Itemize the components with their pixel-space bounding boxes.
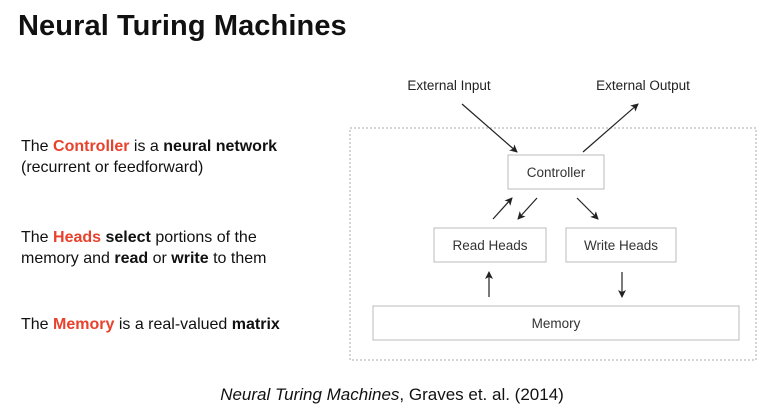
heads-statement: The Heads select portions of the memory … <box>21 227 266 269</box>
controller-to-write-arrow <box>576 197 599 220</box>
heads-line2-a: memory and <box>21 250 115 267</box>
citation-rest: , Graves et. al. (2014) <box>399 385 564 404</box>
memory-bold: matrix <box>231 316 280 333</box>
controller-bold: neural network <box>163 138 278 155</box>
controller-mid: is a <box>129 138 164 155</box>
read-heads-box <box>433 227 547 263</box>
memory-statement: The Memory is a real-valued matrix <box>21 314 280 335</box>
memory-prefix: The <box>21 316 54 333</box>
heads-mid1: portions of the <box>150 229 257 246</box>
controller-box <box>507 154 605 190</box>
external-input-label: External Input <box>407 78 491 93</box>
heads-bold-read: read <box>114 250 149 267</box>
write-heads-box-label: Write Heads <box>584 238 658 253</box>
heads-bold-write: write <box>171 250 209 267</box>
read-heads-box-label: Read Heads <box>452 238 527 253</box>
controller-prefix: The <box>21 138 54 155</box>
heads-line2-b: to them <box>208 250 267 267</box>
controller-to-read-arrow <box>517 197 538 220</box>
heads-bold-select: select <box>105 229 151 246</box>
controller-highlight: Controller <box>53 138 130 155</box>
citation-title: Neural Turing Machines <box>220 385 400 404</box>
controller-line2: (recurrent or feedforward) <box>21 159 204 176</box>
memory-highlight: Memory <box>53 316 115 333</box>
external-output-arrow <box>582 103 639 153</box>
memory-box <box>372 305 740 341</box>
controller-statement: The Controller is a neural network (recu… <box>21 136 277 178</box>
memory-mid: is a real-valued <box>114 316 232 333</box>
slide-title: Neural Turing Machines <box>18 10 347 42</box>
citation: Neural Turing Machines, Graves et. al. (… <box>0 385 784 405</box>
memory-box-label: Memory <box>532 316 581 331</box>
heads-prefix: The <box>21 229 54 246</box>
read-to-controller-arrow <box>492 197 513 220</box>
controller-box-label: Controller <box>527 165 586 180</box>
heads-highlight: Heads <box>53 229 102 246</box>
ntm-boundary <box>349 127 757 361</box>
write-heads-box <box>565 227 677 263</box>
heads-mid2: or <box>148 250 172 267</box>
external-output-label: External Output <box>596 78 690 93</box>
external-input-arrow <box>461 103 518 153</box>
